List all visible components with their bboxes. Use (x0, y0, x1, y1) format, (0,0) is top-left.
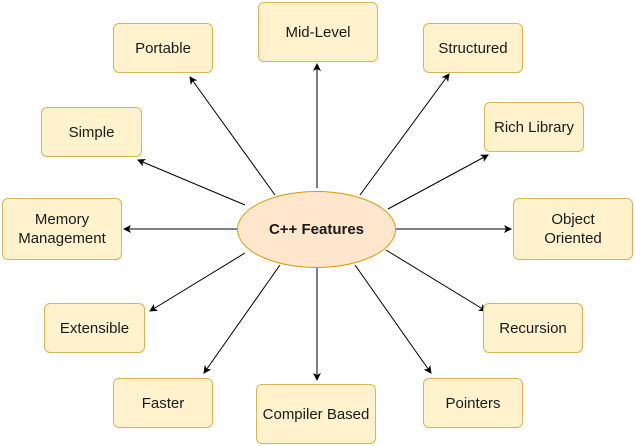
arrow-to-extensible (149, 252, 246, 312)
node-recursion: Recursion (483, 303, 583, 353)
node-memory-management: Memory Management (2, 198, 122, 260)
arrow-to-faster (203, 264, 281, 374)
arrow-to-structured (359, 73, 450, 196)
node-mid-level: Mid-Level (258, 2, 378, 62)
node-pointers: Pointers (423, 378, 523, 428)
node-compiler-based: Compiler Based (256, 384, 376, 444)
arrow-to-simple (137, 159, 246, 206)
node-structured: Structured (423, 23, 523, 73)
arrow-to-recursion (385, 249, 487, 312)
node-faster: Faster (113, 378, 213, 428)
node-object-oriented: Object Oriented (513, 198, 633, 260)
arrow-to-rich-library (387, 154, 489, 210)
node-simple: Simple (41, 107, 142, 157)
center-node-cpp-features: C++ Features (237, 191, 396, 268)
arrow-to-portable (189, 76, 276, 196)
node-portable: Portable (113, 23, 213, 73)
node-rich-library: Rich Library (484, 102, 584, 152)
node-extensible: Extensible (44, 303, 145, 353)
arrow-to-pointers (354, 264, 432, 374)
